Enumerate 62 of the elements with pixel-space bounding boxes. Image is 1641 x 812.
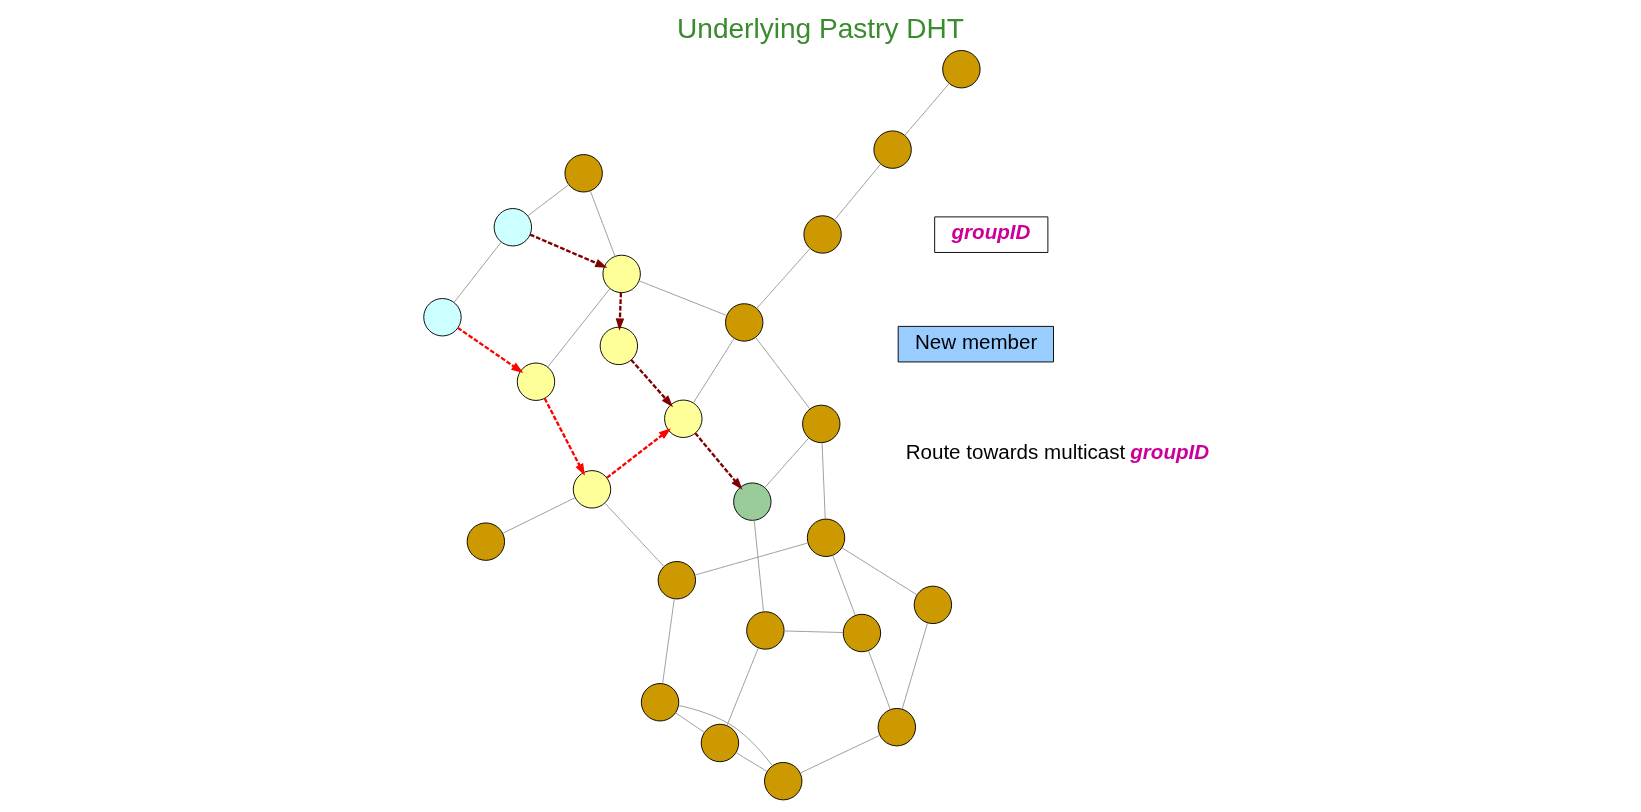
connector (694, 542, 809, 576)
node-circle (423, 298, 462, 337)
node-circle (516, 362, 556, 401)
node-circle (640, 683, 680, 722)
connector (783, 630, 844, 633)
connector (904, 83, 950, 136)
label: Route towards multicast groupID (905, 439, 1210, 463)
node-circle (802, 404, 841, 444)
node-circle (466, 522, 506, 561)
connector (726, 647, 759, 726)
node-circle (806, 518, 846, 557)
node-circle (913, 585, 953, 625)
node-box: New member (897, 325, 1054, 363)
arrow (457, 326, 524, 374)
connector (675, 712, 705, 733)
connector (527, 184, 570, 217)
node-circle (746, 611, 785, 650)
arrow (606, 428, 671, 479)
arrow (630, 359, 674, 408)
arrow (694, 432, 743, 490)
connector (692, 337, 735, 404)
connector (764, 437, 810, 488)
connector (589, 190, 616, 257)
diagram-title: Underlying Pastry DHT (677, 13, 964, 45)
connector (502, 497, 576, 534)
connector (901, 622, 929, 710)
connector (821, 442, 826, 520)
node-circle (493, 208, 533, 247)
node-circle (700, 723, 740, 763)
node-circle (664, 399, 703, 438)
node-circle (564, 154, 603, 193)
node-circle (873, 130, 912, 169)
connector (755, 337, 811, 410)
node-circle (803, 215, 842, 254)
node-circle (877, 708, 916, 747)
connector (453, 241, 502, 303)
node-circle (733, 482, 772, 521)
node-circle (842, 613, 882, 653)
connector (841, 547, 918, 596)
connector (834, 163, 882, 221)
node-box: groupID (934, 216, 1049, 253)
connector (832, 555, 856, 616)
connector (662, 598, 675, 684)
connector (735, 752, 768, 772)
connector (638, 280, 728, 316)
node-circle (602, 254, 641, 294)
connector (678, 705, 773, 767)
connector (756, 248, 811, 309)
node-circle (942, 50, 981, 89)
arrow (615, 292, 625, 331)
connector (868, 650, 891, 710)
arrow (529, 233, 608, 268)
node-circle (725, 303, 764, 342)
connector (799, 734, 881, 774)
node-circle (657, 561, 696, 600)
node-circle (764, 761, 803, 801)
node-circle (572, 470, 612, 509)
connector (604, 502, 665, 567)
connector (753, 519, 764, 613)
arrow (543, 398, 585, 476)
node-circle (599, 326, 639, 366)
connector (547, 288, 611, 368)
